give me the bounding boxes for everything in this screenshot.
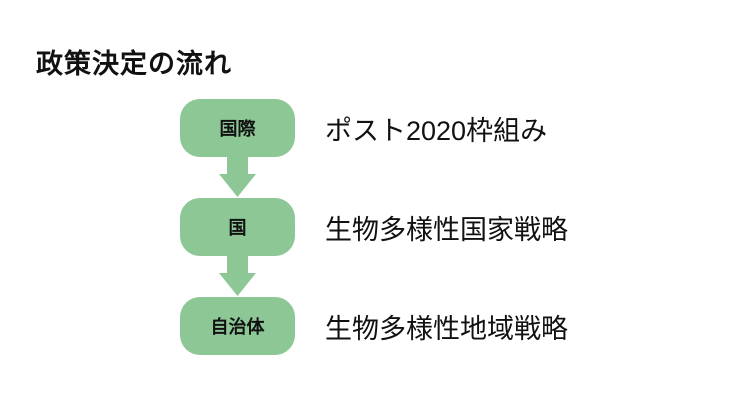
- flow-step-label: 自治体: [210, 317, 265, 337]
- flow-step-label: 国際: [219, 119, 256, 139]
- page-title: 政策決定の流れ: [36, 49, 232, 80]
- flow-step-box-international: 国際: [180, 99, 295, 157]
- flow-step-box-municipality: 自治体: [180, 297, 295, 355]
- flow-step-description: 生物多様性国家戦略: [325, 214, 568, 245]
- flow-step-box-national: 国: [180, 198, 295, 256]
- flow-step-description: ポスト2020枠組み: [325, 115, 548, 146]
- down-arrow-icon: [219, 157, 256, 197]
- flow-step-label: 国: [228, 218, 247, 238]
- flow-step-description: 生物多様性地域戦略: [325, 313, 568, 344]
- down-arrow-icon: [219, 256, 256, 296]
